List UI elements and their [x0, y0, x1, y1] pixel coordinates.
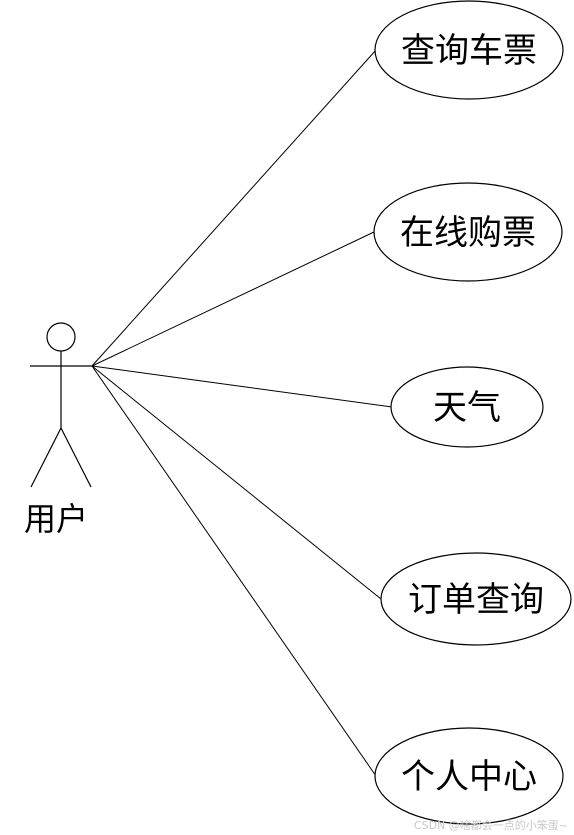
use-case-order-query: 订单查询	[380, 552, 572, 646]
use-case-buy-tickets: 在线购票	[373, 182, 563, 282]
actor-label: 用户	[24, 500, 88, 538]
use-case-label: 天气	[433, 388, 501, 428]
actor-head	[46, 322, 76, 352]
association-line-buy-tickets	[91, 231, 375, 367]
use-case-ellipse	[374, 727, 564, 825]
association-line-weather	[91, 365, 393, 408]
association-line-order-query	[91, 365, 382, 600]
use-case-personal-center: 个人中心	[374, 727, 564, 825]
use-case-query-tickets: 查询车票	[374, 0, 564, 100]
association-line-personal-center	[91, 365, 377, 777]
use-case-weather: 天气	[390, 366, 544, 448]
use-case-ellipse	[373, 182, 563, 282]
associations	[91, 49, 393, 777]
actor-user	[30, 322, 92, 488]
actor-right-leg	[60, 427, 92, 488]
use-case-ellipse	[374, 0, 564, 100]
use-case-label: 查询车票	[401, 31, 537, 71]
association-line-query-tickets	[91, 49, 377, 367]
use-case-label: 在线购票	[400, 213, 536, 253]
actor-left-leg	[30, 427, 62, 488]
use-case-label: 个人中心	[401, 757, 537, 797]
watermark: CSDN @啥都会一点的小笨蛋~	[414, 818, 568, 832]
use-case-ellipse	[390, 366, 544, 448]
use-case-label: 订单查询	[408, 580, 544, 620]
use-case-ellipse	[380, 552, 572, 646]
